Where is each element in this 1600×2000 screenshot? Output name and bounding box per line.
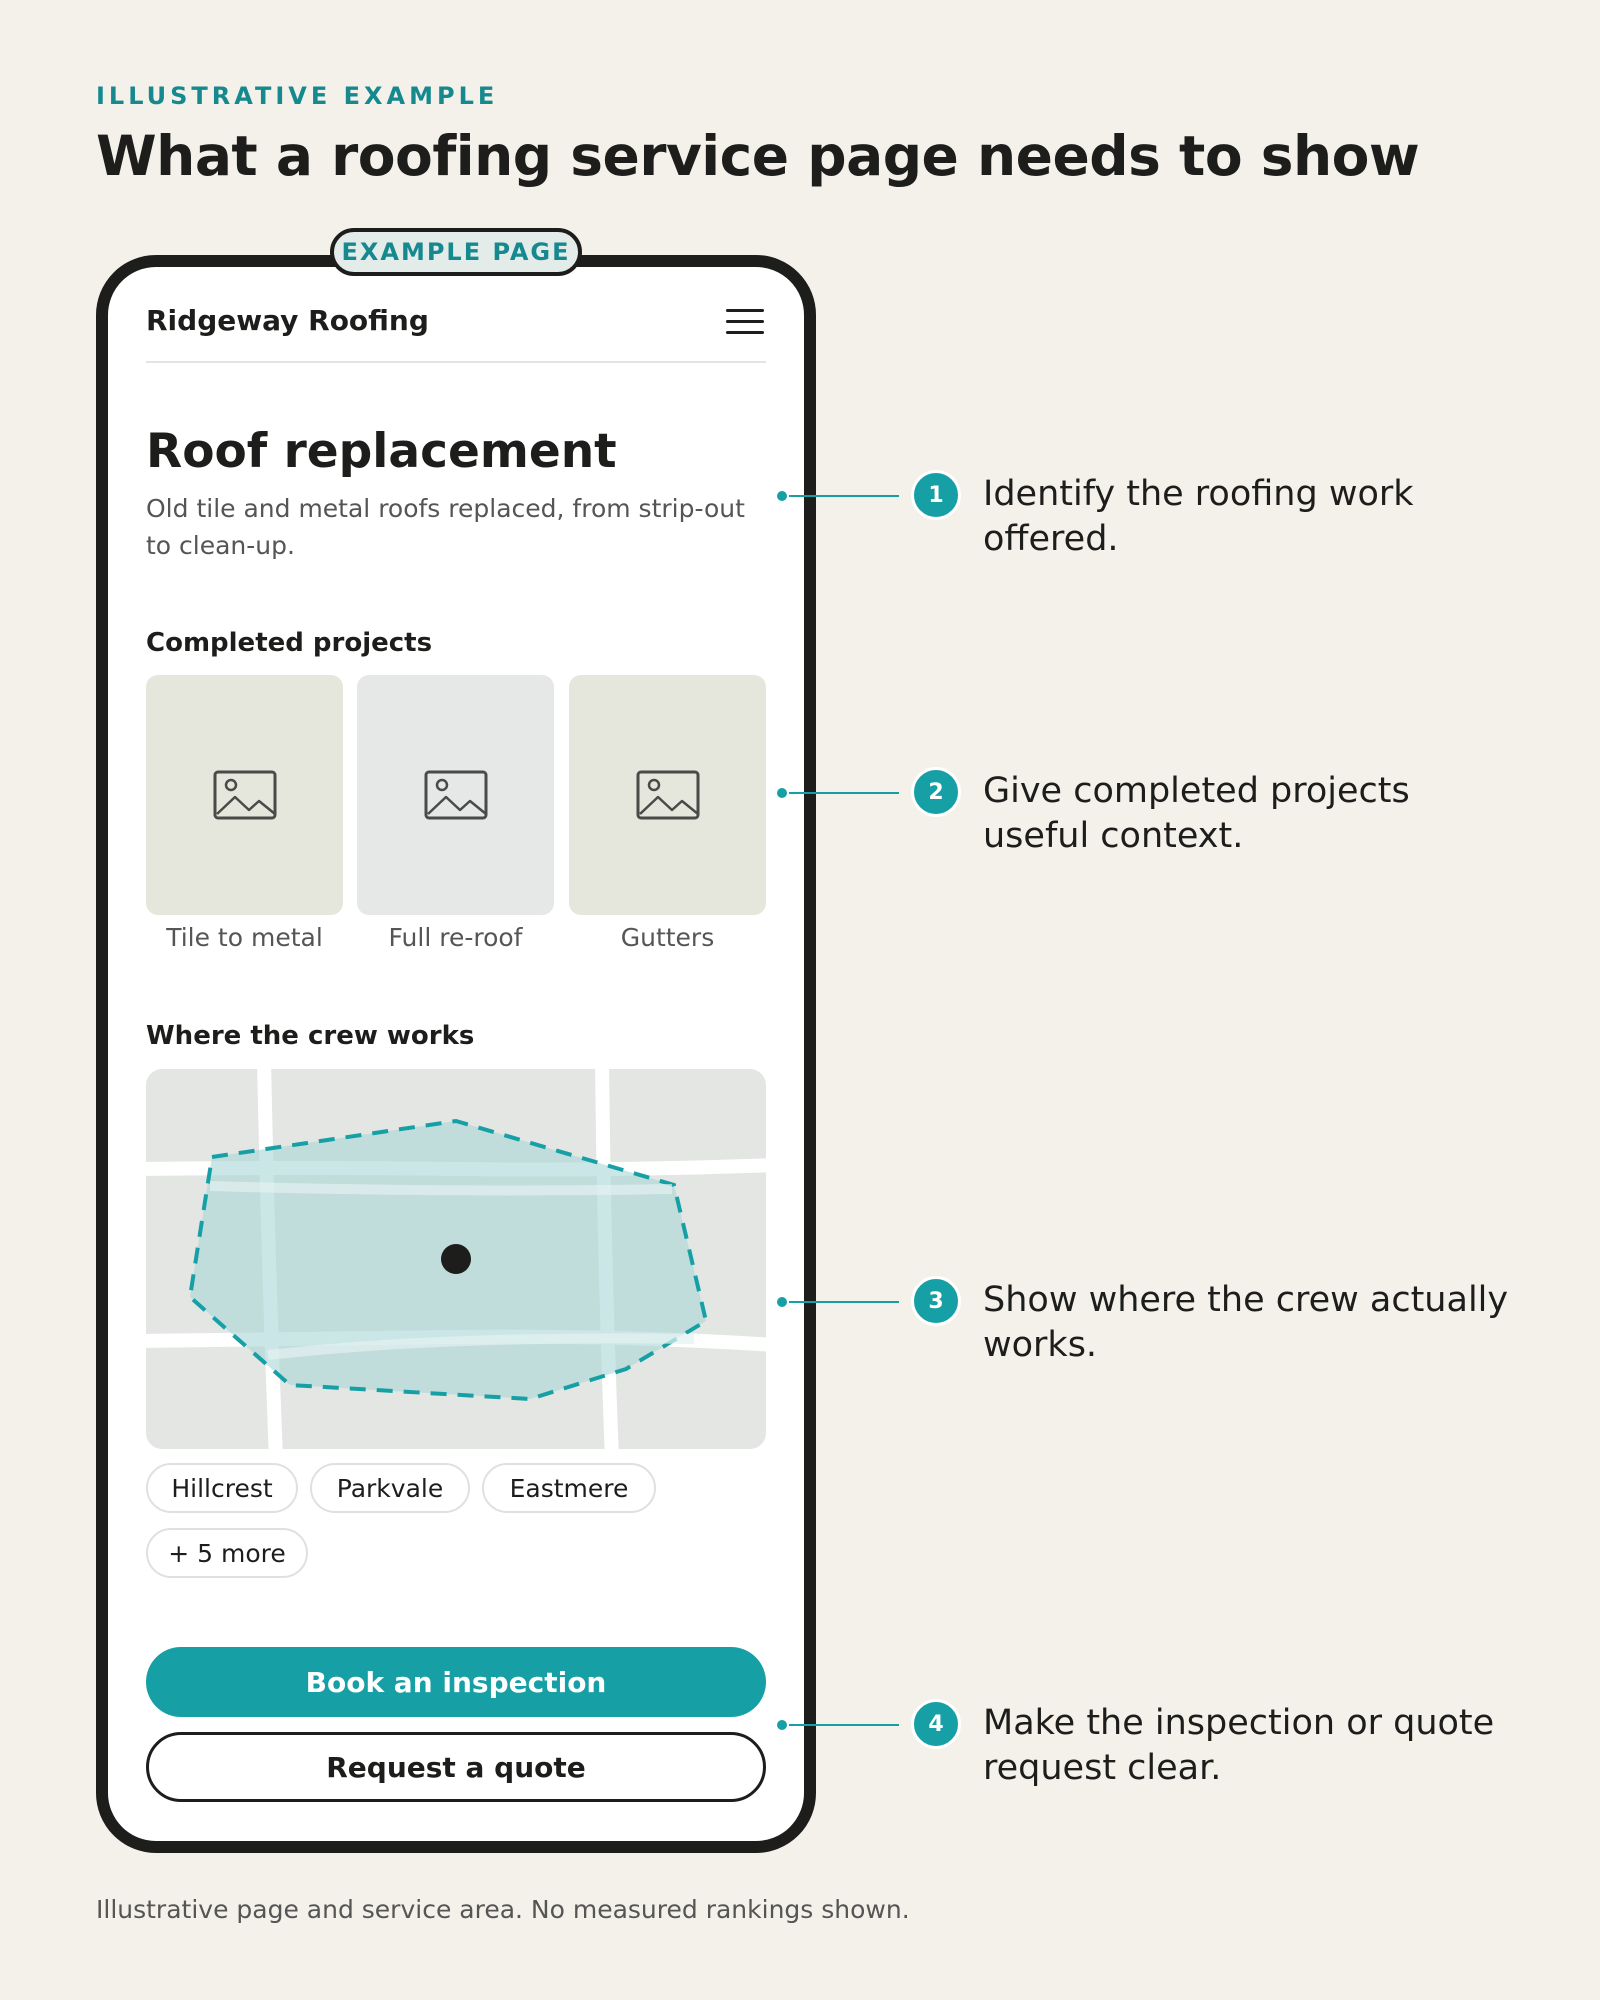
project-thumbnail[interactable]: [357, 675, 554, 915]
project-caption: Full re-roof: [388, 923, 523, 952]
area-chip[interactable]: Eastmere: [482, 1463, 656, 1513]
example-page-badge: EXAMPLE PAGE: [330, 228, 582, 276]
project-thumbnail[interactable]: [146, 675, 343, 915]
more-areas-chip[interactable]: + 5 more: [146, 1528, 308, 1578]
image-placeholder-icon: [213, 770, 276, 820]
service-area-heading: Where the crew works: [146, 1021, 475, 1051]
callout-line: [789, 495, 899, 497]
callout-text: Make the inspection or quote request cle…: [983, 1703, 1495, 1788]
callout-anchor-dot: [775, 1718, 789, 1732]
service-area-map[interactable]: [146, 1069, 766, 1449]
map-center-pin: [441, 1244, 471, 1274]
callout-line: [789, 1724, 899, 1726]
callout-text: Give completed projects useful context.: [983, 771, 1410, 856]
callout-text: Show where the crew actually works.: [983, 1280, 1509, 1365]
area-chip[interactable]: Hillcrest: [146, 1463, 298, 1513]
callout-line: [789, 792, 899, 794]
book-inspection-button[interactable]: Book an inspection: [146, 1647, 766, 1717]
brand-name[interactable]: Ridgeway Roofing: [146, 304, 429, 337]
request-quote-button[interactable]: Request a quote: [146, 1732, 766, 1802]
callout-number-badge: 1: [911, 470, 961, 520]
project-caption: Tile to metal: [166, 923, 323, 952]
page-description: Old tile and metal roofs replaced, from …: [146, 494, 745, 560]
callout-number-badge: 2: [911, 767, 961, 817]
area-chip[interactable]: Parkvale: [310, 1463, 470, 1513]
callout-anchor-dot: [775, 489, 789, 503]
main-title: What a roofing service page needs to sho…: [96, 124, 1420, 188]
nav-divider: [146, 361, 766, 363]
projects-heading: Completed projects: [146, 628, 433, 658]
callout-text: Identify the roofing work offered.: [983, 474, 1414, 559]
hamburger-menu-icon[interactable]: [726, 308, 766, 336]
callout-anchor-dot: [775, 786, 789, 800]
footnote: Illustrative page and service area. No m…: [96, 1895, 910, 1924]
image-placeholder-icon: [424, 770, 487, 820]
callout-anchor-dot: [775, 1295, 789, 1309]
callout-number-badge: 4: [911, 1699, 961, 1749]
project-caption: Gutters: [620, 923, 715, 952]
project-thumbnail[interactable]: [569, 675, 766, 915]
phone-frame: [96, 255, 816, 1853]
image-placeholder-icon: [636, 770, 699, 820]
page-title: Roof replacement: [146, 424, 617, 479]
callout-line: [789, 1301, 899, 1303]
callout-number-badge: 3: [911, 1276, 961, 1326]
eyebrow-label: ILLUSTRATIVE EXAMPLE: [96, 82, 499, 110]
